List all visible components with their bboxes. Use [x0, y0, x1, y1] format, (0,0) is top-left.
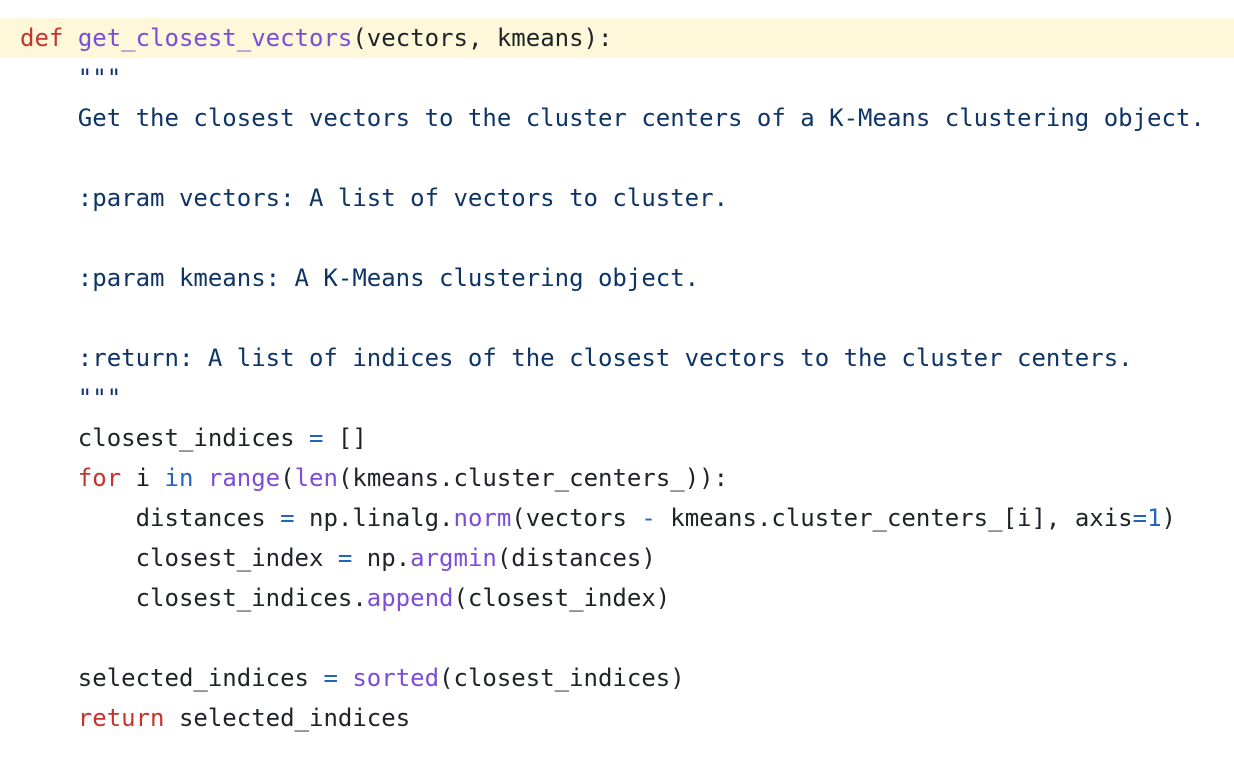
code-token-plain: selected_indices	[164, 704, 411, 732]
code-token-plain: i	[121, 464, 165, 492]
code-token-plain	[63, 24, 77, 52]
code-token-keyword: def	[20, 24, 64, 52]
code-token-plain	[20, 704, 78, 732]
code-line: """	[0, 378, 1234, 418]
code-token-plain: []	[323, 424, 367, 452]
code-token-string: :return: A list of indices of the closes…	[20, 344, 1133, 372]
code-line: return selected_indices	[0, 698, 1234, 738]
code-line: :param vectors: A list of vectors to clu…	[0, 178, 1234, 218]
code-token-plain: np.	[352, 544, 411, 572]
code-token-plain: selected_indices	[20, 664, 324, 692]
code-token-operator: =	[323, 664, 338, 692]
code-token-plain: kmeans.cluster_centers_[i], axis	[655, 504, 1133, 532]
code-line: closest_index = np.argmin(distances)	[0, 538, 1234, 578]
code-token-plain: (vectors	[511, 504, 642, 532]
code-token-operator: -	[641, 504, 656, 532]
code-token-plain: )	[1161, 504, 1176, 532]
code-token-plain: closest_indices.	[20, 584, 367, 612]
code-token-plain: closest_indices	[20, 424, 309, 452]
code-token-plain: (	[280, 464, 295, 492]
code-token-function: sorted	[352, 664, 440, 692]
code-token-string: :param kmeans: A K-Means clustering obje…	[20, 264, 700, 292]
code-token-operator: =	[308, 424, 324, 452]
code-line	[0, 618, 1234, 658]
code-line: distances = np.linalg.norm(vectors - kme…	[0, 498, 1234, 538]
code-token-string: """	[20, 64, 122, 92]
code-token-string: :param vectors: A list of vectors to clu…	[20, 184, 729, 212]
code-line: :return: A list of indices of the closes…	[0, 338, 1234, 378]
code-token-plain	[193, 464, 207, 492]
code-token-function: argmin	[410, 544, 497, 572]
code-token-function: len	[294, 464, 338, 492]
code-line	[0, 138, 1234, 178]
code-line: closest_indices = []	[0, 418, 1234, 458]
code-token-function: append	[366, 584, 454, 612]
code-token-plain: distances	[20, 504, 281, 532]
code-token-operator: =	[280, 504, 295, 532]
code-line: Get the closest vectors to the cluster c…	[0, 98, 1234, 138]
code-line	[0, 298, 1234, 338]
code-token-plain: (closest_indices)	[439, 664, 685, 692]
code-token-keyword: return	[77, 704, 165, 732]
code-token-string: """	[20, 384, 122, 412]
code-line: selected_indices = sorted(closest_indice…	[0, 658, 1234, 698]
code-line	[0, 218, 1234, 258]
code-token-plain: (vectors, kmeans):	[352, 24, 613, 52]
code-token-plain: (closest_index)	[453, 584, 671, 612]
code-line: closest_indices.append(closest_index)	[0, 578, 1234, 618]
code-token-function: norm	[453, 504, 512, 532]
code-token-string: Get the closest vectors to the cluster c…	[20, 104, 1205, 132]
code-token-function: get_closest_vectors	[77, 24, 353, 52]
code-token-plain	[20, 464, 78, 492]
code-token-plain: (kmeans.cluster_centers_)):	[337, 464, 729, 492]
code-token-operator: =1	[1132, 504, 1162, 532]
code-token-operator: =	[337, 544, 353, 572]
code-line: for i in range(len(kmeans.cluster_center…	[0, 458, 1234, 498]
code-line: """	[0, 58, 1234, 98]
code-token-plain	[338, 664, 352, 692]
code-token-plain: closest_index	[20, 544, 338, 572]
code-token-operator: in	[164, 464, 194, 492]
code-token-keyword: for	[77, 464, 122, 492]
code-token-plain: np.linalg.	[294, 504, 454, 532]
code-token-plain: (distances)	[496, 544, 656, 572]
code-line-highlighted: def get_closest_vectors(vectors, kmeans)…	[0, 18, 1234, 58]
code-line: :param kmeans: A K-Means clustering obje…	[0, 258, 1234, 298]
code-token-function: range	[207, 464, 281, 492]
